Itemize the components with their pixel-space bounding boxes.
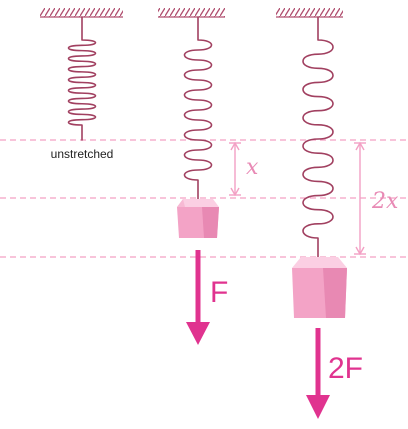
- spring-stretched-2x: [302, 16, 334, 258]
- force-f-label: F: [210, 276, 228, 309]
- stretch-x-label: x: [246, 155, 259, 180]
- stretch-2x-marker: [354, 141, 366, 256]
- ceiling-left: [40, 8, 123, 18]
- stretch-2x-label: 2x: [371, 189, 399, 214]
- force-arrow-2f: [306, 328, 330, 419]
- ceiling-right: [276, 8, 343, 18]
- spring-stretched-x: [183, 16, 213, 200]
- force-2f-label: 2F: [328, 352, 363, 385]
- force-arrow-f: [186, 250, 210, 345]
- stretch-x-marker: [229, 141, 241, 197]
- weight-small: [177, 199, 219, 238]
- spring-unstretched: [67, 16, 97, 141]
- unstretched-label: unstretched: [51, 147, 114, 161]
- ceiling-mounts: [40, 8, 343, 18]
- ceiling-middle: [158, 8, 225, 18]
- weight-large: [292, 257, 347, 318]
